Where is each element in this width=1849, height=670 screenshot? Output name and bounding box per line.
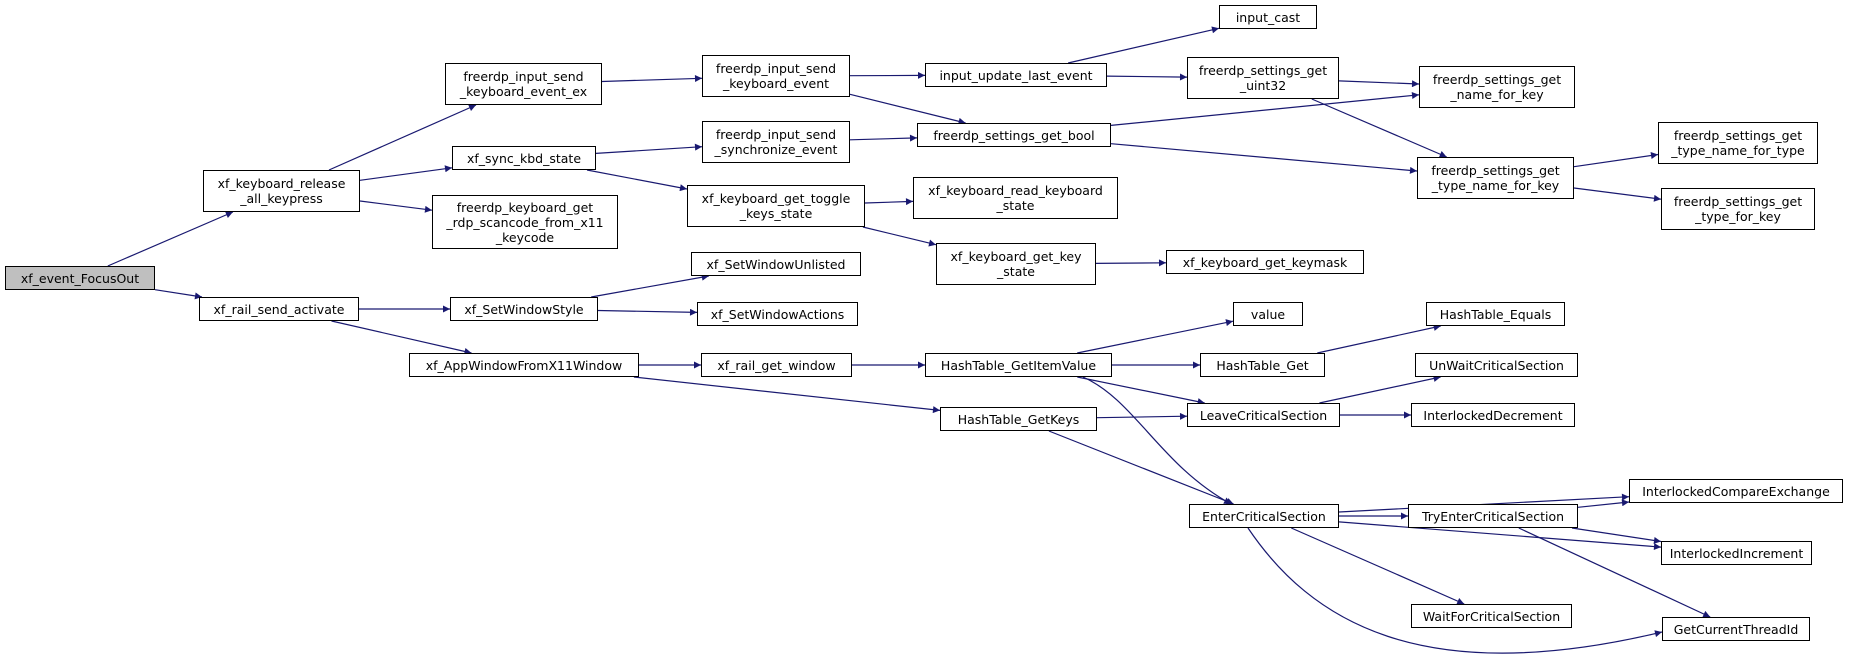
edge-freerdp_settings_get_bool-to-freerdp_settings_get_type_name_for_key [1110,143,1418,174]
edge-freerdp_input_send_keyboard_event_ex-to-freerdp_input_send_keyboard_event [601,75,703,83]
node-input-cast[interactable]: input_cast [1219,5,1317,29]
edge-xf_SetWindowStyle-to-xf_SetWindowActions [597,308,698,316]
node-leavecriticalsection[interactable]: LeaveCriticalSection [1187,403,1340,427]
node-freerdp-settings-get-type-name-for-key[interactable]: freerdp_settings_get _type_name_for_key [1417,157,1574,199]
node-interlockedcompareexchange[interactable]: InterlockedCompareExchange [1629,479,1843,503]
node-getcurrentthreadid[interactable]: GetCurrentThreadId [1662,617,1810,641]
node-freerdp-settings-get-type-for-key[interactable]: freerdp_settings_get _type_for_key [1661,188,1815,230]
edge-freerdp_settings_get_uint32-to-freerdp_settings_get_name_for_key [1338,80,1420,88]
edge-freerdp_input_send_keyboard_event-to-freerdp_settings_get_bool [849,93,966,125]
edge-xf_keyboard_get_toggle_keys_state-to-xf_keyboard_get_key_state [862,226,937,247]
edge-freerdp_input_send_synchronize_event-to-freerdp_settings_get_bool [849,134,918,142]
edge-freerdp_settings_get_bool-to-freerdp_settings_get_name_for_key [1110,92,1420,126]
node-freerdp-settings-get-uint32[interactable]: freerdp_settings_get _uint32 [1187,57,1339,99]
edge-TryEnterCriticalSection-to-InterlockedIncrement [1571,527,1662,544]
node-xf-keyboard-get-keymask[interactable]: xf_keyboard_get_keymask [1166,250,1364,274]
edge-HashTable_GetItemValue-to-LeaveCriticalSection [1077,376,1205,406]
edge-freerdp_settings_get_uint32-to-freerdp_settings_get_type_name_for_key [1311,98,1447,158]
node-freerdp-settings-get-name-for-key[interactable]: freerdp_settings_get _name_for_key [1419,66,1575,108]
node-freerdp-input-send-synchronize-event[interactable]: freerdp_input_send _synchronize_event [702,121,850,163]
edge-HashTable_GetKeys-to-EnterCriticalSection [1048,430,1234,505]
edge-EnterCriticalSection-to-WaitForCriticalSection [1291,527,1465,605]
node-xf-setwindowunlisted[interactable]: xf_SetWindowUnlisted [691,252,861,276]
edge-HashTable_GetItemValue-to-EnterCriticalSection [1082,376,1232,505]
edge-xf_event_FocusOut-to-xf_keyboard_release_all_keypress [107,211,234,267]
node-freerdp-settings-get-type-name-for-type[interactable]: freerdp_settings_get _type_name_for_type [1658,122,1818,164]
node-waitforcriticalsection[interactable]: WaitForCriticalSection [1411,604,1572,628]
node-xf-appwindowfromx11window[interactable]: xf_AppWindowFromX11Window [409,353,639,377]
node-xf-rail-get-window[interactable]: xf_rail_get_window [701,353,852,377]
edge-xf_sync_kbd_state-to-freerdp_input_send_synchronize_event [595,143,703,154]
edge-xf_keyboard_get_toggle_keys_state-to-xf_keyboard_read_keyboard_state [864,198,914,206]
node-xf-event-focusout[interactable]: xf_event_FocusOut [5,266,155,290]
edge-xf_event_FocusOut-to-xf_rail_send_activate [154,289,203,300]
edge-TryEnterCriticalSection-to-GetCurrentThreadId [1518,527,1711,618]
node-xf-setwindowactions[interactable]: xf_SetWindowActions [697,302,858,326]
edge-xf_keyboard_release_all_keypress-to-freerdp_input_send_keyboard_event_ex [328,104,477,171]
node-entercriticalsection[interactable]: EnterCriticalSection [1189,504,1339,528]
edge-xf_keyboard_release_all_keypress-to-freerdp_keyboard_get_rdp_scancode_from_x11_keycode [359,200,433,213]
node-freerdp-settings-get-bool[interactable]: freerdp_settings_get_bool [917,123,1111,147]
node-value[interactable]: value [1233,302,1303,326]
node-xf-keyboard-release-all-keypress[interactable]: xf_keyboard_release _all_keypress [203,170,360,212]
node-xf-keyboard-read-keyboard-state[interactable]: xf_keyboard_read_keyboard _state [913,177,1118,219]
edge-input_update_last_event-to-input_cast [1067,26,1220,64]
edges [107,26,1711,654]
node-interlockeddecrement[interactable]: InterlockedDecrement [1411,403,1575,427]
edge-xf_keyboard_release_all_keypress-to-xf_sync_kbd_state [359,165,453,181]
node-hashtable-get[interactable]: HashTable_Get [1200,353,1325,377]
edge-EnterCriticalSection-to-InterlockedIncrement [1338,521,1662,551]
node-xf-keyboard-get-key-state[interactable]: xf_keyboard_get_key _state [936,243,1096,285]
node-hashtable-equals[interactable]: HashTable_Equals [1426,302,1565,326]
edge-xf_rail_send_activate-to-xf_AppWindowFromX11Window [331,320,472,355]
edge-xf_SetWindowStyle-to-xf_SetWindowUnlisted [591,273,709,298]
node-xf-keyboard-get-toggle-keys-state[interactable]: xf_keyboard_get_toggle _keys_state [687,185,865,227]
edge-HashTable_Get-to-HashTable_Equals [1317,324,1441,354]
edge-LeaveCriticalSection-to-UnWaitCriticalSection [1319,375,1441,404]
node-xf-sync-kbd-state[interactable]: xf_sync_kbd_state [452,146,596,170]
edge-input_update_last_event-to-freerdp_settings_get_uint32 [1106,73,1188,81]
node-freerdp-keyboard-get-rdp-scancode-from-x11-keycode[interactable]: freerdp_keyboard_get _rdp_scancode_from_… [432,195,618,249]
node-input-update-last-event[interactable]: input_update_last_event [925,63,1107,87]
node-xf-setwindowstyle[interactable]: xf_SetWindowStyle [450,297,598,321]
node-hashtable-getkeys[interactable]: HashTable_GetKeys [940,407,1097,431]
node-tryentercriticalsection[interactable]: TryEnterCriticalSection [1408,504,1578,528]
edge-xf_sync_kbd_state-to-xf_keyboard_get_toggle_keys_state [586,169,688,192]
edge-freerdp_settings_get_type_name_for_key-to-freerdp_settings_get_type_for_key [1573,187,1662,202]
node-unwaitcriticalsection[interactable]: UnWaitCriticalSection [1415,353,1578,377]
edge-xf_keyboard_get_key_state-to-xf_keyboard_get_keymask [1095,259,1167,267]
edge-xf_AppWindowFromX11Window-to-HashTable_GetKeys [633,376,941,414]
node-freerdp-input-send-keyboard-event[interactable]: freerdp_input_send _keyboard_event [702,55,850,97]
node-freerdp-input-send-keyboard-event-ex[interactable]: freerdp_input_send _keyboard_event_ex [445,63,602,105]
edge-HashTable_GetKeys-to-LeaveCriticalSection [1096,412,1188,420]
node-xf-rail-send-activate[interactable]: xf_rail_send_activate [199,297,359,321]
node-interlockedincrement[interactable]: InterlockedIncrement [1661,541,1812,565]
edge-TryEnterCriticalSection-to-InterlockedCompareExchange [1577,499,1630,508]
edge-freerdp_settings_get_type_name_for_key-to-freerdp_settings_get_type_name_for_type [1573,152,1659,168]
edge-EnterCriticalSection-to-GetCurrentThreadId [1247,527,1663,654]
node-hashtable-getitemvalue[interactable]: HashTable_GetItemValue [925,353,1112,377]
edge-HashTable_GetItemValue-to-value [1077,319,1234,354]
